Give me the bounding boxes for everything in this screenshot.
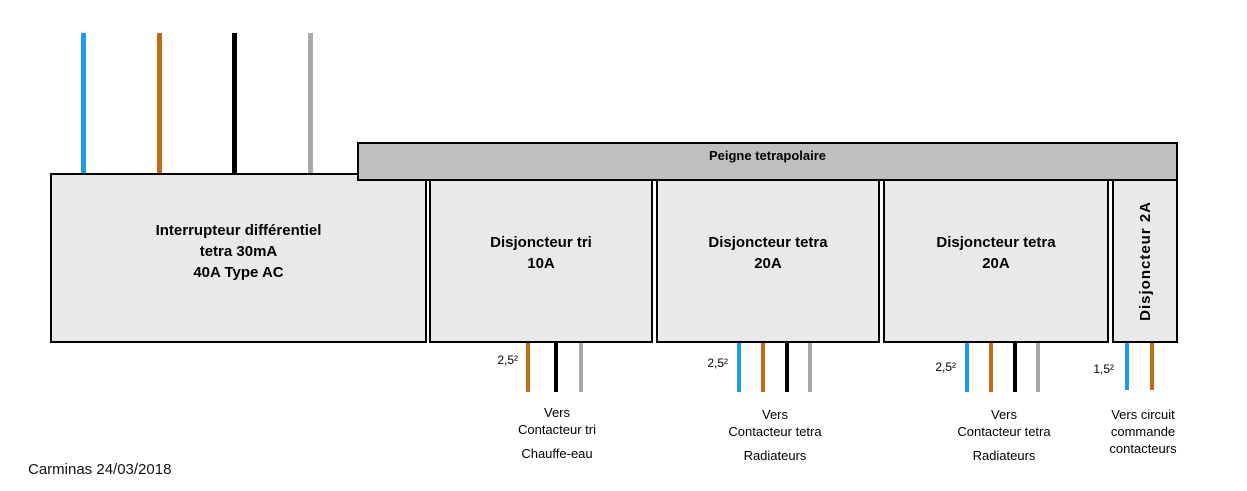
branch-tetra1-dest-line2: Contacteur tetra: [728, 424, 822, 439]
branch-tetra2-wire-blue: [965, 343, 969, 392]
wire-section-label-tri: 2,5²: [497, 353, 518, 367]
breaker-tri-rating: 10A: [527, 255, 555, 272]
differential-switch-line3: 40A Type AC: [193, 263, 284, 281]
branch-tetra2-load: Radiateurs: [972, 448, 1036, 463]
branch-tri-wire-black: [554, 343, 558, 392]
branch-2a-destination: Vers circuit commande contacteurs: [1058, 406, 1228, 457]
branch-tetra1-load: Radiateurs: [743, 448, 807, 463]
branch-2a-dest-line3: contacteurs: [1109, 441, 1177, 456]
branch-tetra1-wire-black: [785, 343, 789, 392]
branch-tetra1-wire-blue: [737, 343, 741, 392]
branch-tetra1-destination: Vers Contacteur tetra Radiateurs: [690, 406, 860, 464]
breaker-tetra2-rating: 20A: [982, 255, 1010, 272]
branch-tri-destination: Vers Contacteur tri Chauffe-eau: [472, 404, 642, 462]
branch-2a-wire-blue: [1125, 343, 1129, 390]
incoming-wire-black: [232, 33, 237, 173]
incoming-wire-orange: [157, 33, 162, 173]
branch-tri-wire-orange: [526, 343, 530, 392]
incoming-wire-blue: [81, 33, 86, 173]
branch-tri-dest-line2: Contacteur tri: [517, 422, 597, 437]
branch-tetra1-wire-gray: [808, 343, 812, 392]
tetrapolar-comb-label: Peigne tetrapolaire: [708, 148, 827, 163]
breaker-tetra1-title: Disjoncteur tetra: [708, 234, 828, 251]
incoming-wire-gray: [308, 33, 313, 173]
branch-tri-load: Chauffe-eau: [521, 446, 593, 461]
differential-switch-line1: Interrupteur différentiel: [155, 221, 322, 239]
breaker-box-tri-10a: Disjoncteur tri 10A: [429, 179, 653, 343]
branch-tetra2-dest-line1: Vers: [990, 407, 1017, 422]
branch-tetra1-dest-line1: Vers: [761, 407, 788, 422]
wire-section-label-tetra2: 2,5²: [935, 360, 956, 374]
differential-switch-box: Interrupteur différentiel tetra 30mA 40A…: [50, 173, 427, 343]
branch-2a-wire-orange: [1150, 343, 1154, 390]
branch-tri-dest-line1: Vers: [543, 405, 570, 420]
breaker-2a-title: Disjoncteur 2A: [1136, 201, 1154, 321]
breaker-box-2a: Disjoncteur 2A: [1112, 179, 1178, 343]
wire-section-label-tetra1: 2,5²: [707, 356, 728, 370]
branch-tetra2-destination: Vers Contacteur tetra Radiateurs: [919, 406, 1089, 464]
branch-tetra2-wire-gray: [1036, 343, 1040, 392]
breaker-tetra1-rating: 20A: [754, 255, 782, 272]
breaker-tri-title: Disjoncteur tri: [490, 234, 592, 251]
differential-switch-line2: tetra 30mA: [199, 242, 278, 260]
breaker-box-tetra-20a-1: Disjoncteur tetra 20A: [656, 179, 880, 343]
breaker-tetra2-title: Disjoncteur tetra: [936, 234, 1056, 251]
branch-tri-wire-gray: [579, 343, 583, 392]
breaker-box-tetra-20a-2: Disjoncteur tetra 20A: [883, 179, 1109, 343]
branch-2a-dest-line2: commande: [1110, 424, 1176, 439]
wire-section-label-2a: 1,5²: [1093, 362, 1114, 376]
branch-tetra2-dest-line2: Contacteur tetra: [957, 424, 1051, 439]
branch-tetra1-wire-orange: [761, 343, 765, 392]
branch-2a-dest-line1: Vers circuit: [1111, 407, 1175, 422]
branch-tetra2-wire-black: [1013, 343, 1017, 392]
author-credit: Carminas 24/03/2018: [28, 461, 172, 478]
tetrapolar-comb-bar: Peigne tetrapolaire: [357, 142, 1178, 181]
branch-tetra2-wire-orange: [989, 343, 993, 392]
